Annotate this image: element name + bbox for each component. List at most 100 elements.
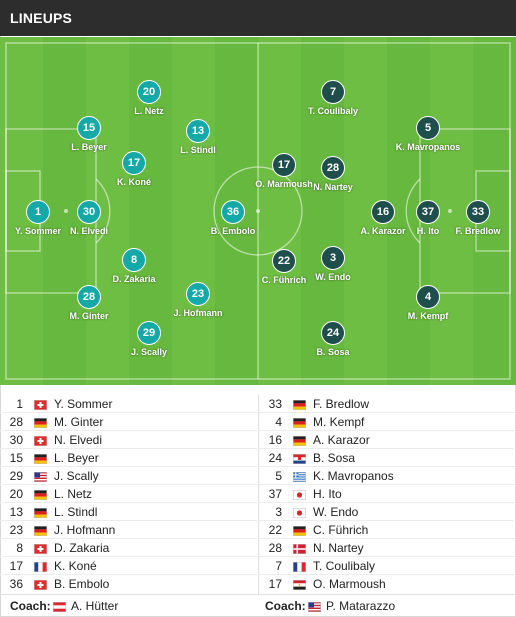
roster-row[interactable]: 4 M. Kempf	[258, 413, 508, 431]
row-divider	[0, 466, 257, 467]
roster-row[interactable]: 8 D. Zakaria	[0, 539, 249, 557]
row-divider	[259, 574, 516, 575]
coach-name[interactable]: P. Matarazzo	[326, 599, 396, 613]
switzerland-flag-icon	[34, 543, 47, 554]
roster-player-name[interactable]: N. Nartey	[313, 541, 364, 555]
lineups-title: LINEUPS	[10, 10, 73, 26]
roster-player-name[interactable]: A. Karazor	[313, 433, 370, 447]
roster-player-name[interactable]: J. Scally	[54, 469, 99, 483]
lineups-header: LINEUPS	[0, 0, 516, 36]
player-number-badge: 1	[26, 200, 50, 224]
player-number-badge: 28	[77, 285, 101, 309]
player-name: L. Netz	[134, 106, 164, 116]
roster-row[interactable]: 24 B. Sosa	[258, 449, 508, 467]
austria-flag-icon	[53, 601, 66, 612]
row-divider	[0, 574, 257, 575]
roster-number: 24	[268, 451, 282, 465]
france-flag-icon	[293, 561, 306, 572]
roster-player-name[interactable]: J. Hofmann	[54, 523, 116, 537]
coach-label: Coach:	[265, 599, 306, 613]
roster-player-name[interactable]: M. Kempf	[313, 415, 365, 429]
player-name: A. Karazor	[360, 226, 406, 236]
roster-player-name[interactable]: W. Endo	[313, 505, 359, 519]
roster-row[interactable]: 29 J. Scally	[0, 467, 249, 485]
roster-number: 23	[9, 523, 23, 537]
roster-number: 28	[9, 415, 23, 429]
player-name: J. Scally	[130, 347, 168, 357]
player-number-badge: 37	[416, 200, 440, 224]
row-divider	[0, 484, 257, 485]
roster-number: 29	[9, 469, 23, 483]
roster-player-name[interactable]: M. Ginter	[54, 415, 104, 429]
player-number-badge: 20	[137, 80, 161, 104]
roster-player-name[interactable]: L. Netz	[54, 487, 93, 501]
row-divider	[259, 484, 516, 485]
roster-number: 8	[16, 541, 23, 555]
player-number-badge: 22	[272, 249, 296, 273]
coach-divider	[0, 594, 516, 595]
roster-player-name[interactable]: D. Zakaria	[54, 541, 110, 555]
player-name: N. Nartey	[313, 182, 353, 192]
player-name: J. Hofmann	[173, 308, 223, 318]
roster-player-name[interactable]: L. Beyer	[54, 451, 99, 465]
player-name: D. Zakaria	[112, 274, 156, 284]
roster-player-name[interactable]: L. Stindl	[54, 505, 98, 519]
roster-player-name[interactable]: N. Elvedi	[54, 433, 103, 447]
row-divider	[259, 448, 516, 449]
player-name: C. Führich	[261, 275, 307, 285]
coach-name[interactable]: A. Hütter	[71, 599, 119, 613]
roster-divider	[258, 394, 259, 594]
roster-player-name[interactable]: T. Coulibaly	[313, 559, 376, 573]
roster-row[interactable]: 20 L. Netz	[0, 485, 249, 503]
roster-number: 28	[268, 541, 282, 555]
row-divider	[259, 520, 516, 521]
roster-number: 4	[275, 415, 282, 429]
player-name: H. Ito	[416, 226, 440, 236]
player-number-badge: 24	[321, 321, 345, 345]
row-divider	[0, 430, 257, 431]
roster-player-name[interactable]: K. Koné	[54, 559, 97, 573]
row-divider	[0, 448, 257, 449]
roster-player-name[interactable]: H. Ito	[313, 487, 342, 501]
player-number-badge: 15	[77, 116, 101, 140]
roster-player-name[interactable]: F. Bredlow	[313, 397, 370, 411]
roster-row[interactable]: 28 M. Ginter	[0, 413, 249, 431]
roster-player-name[interactable]: B. Sosa	[313, 451, 356, 465]
roster-number: 20	[9, 487, 23, 501]
usa-flag-icon	[34, 471, 47, 482]
row-divider	[0, 412, 257, 413]
roster-player-name[interactable]: O. Marmoush	[313, 577, 386, 591]
germany-flag-icon	[293, 525, 306, 536]
roster-player-name[interactable]: B. Embolo	[54, 577, 110, 591]
player-name: K. Mavropanos	[395, 142, 461, 152]
player-name: T. Coulibaly	[307, 106, 358, 116]
roster-player-name[interactable]: Y. Sommer	[54, 397, 113, 411]
roster-row[interactable]: 23 J. Hofmann	[0, 521, 249, 539]
player-number-badge: 36	[221, 200, 245, 224]
roster-player-name[interactable]: C. Führich	[313, 523, 369, 537]
roster-row[interactable]: 28 N. Nartey	[258, 539, 508, 557]
croatia-flag-icon	[293, 453, 306, 464]
roster-player-name[interactable]: K. Mavropanos	[313, 469, 394, 483]
player-name: W. Endo	[315, 272, 351, 282]
player-name: M. Ginter	[69, 311, 109, 321]
player-number-badge: 29	[137, 321, 161, 345]
germany-flag-icon	[293, 435, 306, 446]
player-number-badge: 23	[186, 282, 210, 306]
row-divider	[259, 538, 516, 539]
player-number-badge: 13	[186, 119, 210, 143]
